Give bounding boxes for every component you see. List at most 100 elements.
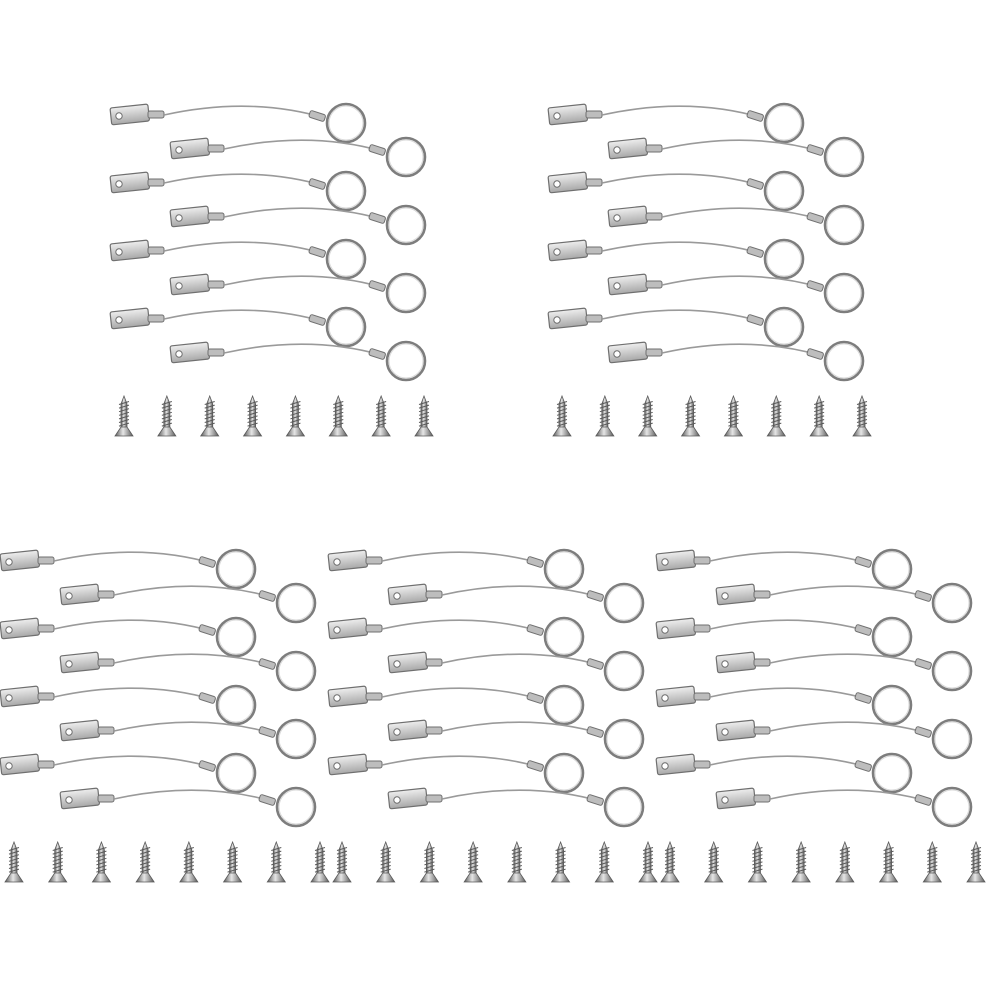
crimp-sleeve	[425, 726, 443, 735]
lanyard	[0, 752, 257, 794]
steel-wire	[441, 721, 604, 735]
screw-thread	[380, 865, 391, 869]
screw-thread	[752, 865, 763, 869]
screw-thread	[555, 861, 566, 866]
screw-thread	[511, 865, 523, 869]
crimp-sleeve	[586, 590, 604, 602]
screw-shank	[377, 394, 385, 429]
screw-shank	[687, 394, 694, 429]
crimp-sleeve	[365, 692, 383, 701]
lanyard	[715, 650, 973, 692]
screw-thread	[708, 857, 719, 862]
screw	[594, 840, 615, 883]
screw-thread	[599, 861, 610, 866]
screw-thread	[380, 868, 391, 873]
screw-thread	[752, 857, 763, 862]
split-ring	[931, 786, 973, 828]
crimp-sleeve	[37, 624, 55, 633]
screw-head	[47, 872, 68, 883]
crimp-sleeve	[585, 110, 603, 119]
tag-hole	[721, 660, 729, 668]
crimp-sleeve	[308, 314, 326, 326]
screw	[835, 840, 855, 883]
screw-head	[852, 426, 872, 437]
tag-hole	[115, 180, 123, 188]
screw-head	[966, 872, 986, 883]
screw-thread	[685, 422, 696, 427]
screw-thread	[883, 850, 894, 855]
screw-row	[552, 394, 872, 437]
steel-wire	[709, 619, 872, 633]
screw-thread	[290, 419, 301, 423]
screw-head	[135, 872, 155, 883]
screw-head	[375, 872, 396, 883]
crimp-sleeve	[147, 314, 165, 323]
screw-thread	[139, 861, 151, 866]
screw-thread	[467, 847, 479, 851]
screw-thread	[227, 857, 238, 862]
screw-head	[723, 426, 744, 437]
screw-thread	[599, 847, 610, 851]
screw-head	[703, 872, 724, 883]
split-ring-highlight	[388, 343, 424, 379]
crimp-sleeve	[526, 692, 544, 704]
lanyard	[607, 340, 865, 382]
split-ring-highlight	[826, 275, 862, 311]
screw-head	[157, 426, 177, 437]
screw	[375, 840, 396, 883]
steel-wire	[709, 551, 872, 565]
screw-thread	[247, 401, 258, 405]
screw-thread	[970, 847, 982, 851]
tag-hole	[115, 248, 123, 256]
screw-thread	[183, 868, 195, 873]
screw-thread	[970, 854, 982, 859]
screw-thread	[139, 850, 151, 855]
screw-thread	[642, 411, 653, 416]
screw-thread	[685, 401, 696, 405]
steel-wire	[769, 585, 932, 599]
lanyard	[327, 548, 585, 590]
tag-hole	[333, 558, 341, 566]
screw-head	[328, 426, 349, 437]
split-ring-highlight	[934, 653, 970, 689]
screw-thread	[118, 401, 130, 405]
split-ring-highlight	[766, 241, 802, 277]
screw-thread	[139, 857, 151, 862]
lanyard	[547, 306, 805, 348]
crimp-sleeve	[746, 246, 764, 258]
crimp-sleeve	[198, 692, 216, 704]
screw-thread	[8, 850, 20, 855]
screw-thread	[336, 850, 348, 855]
screw-thread	[118, 404, 130, 409]
screw-thread	[771, 411, 782, 416]
screw-thread	[380, 857, 391, 862]
screw	[328, 394, 349, 437]
screw	[114, 394, 134, 437]
screw-thread	[418, 419, 430, 423]
screw-thread	[52, 847, 63, 851]
screw-thread	[839, 850, 851, 855]
crimp-sleeve	[914, 658, 932, 670]
split-ring	[325, 238, 367, 280]
steel-wire	[601, 309, 764, 323]
split-ring	[823, 272, 865, 314]
tag-hole	[65, 796, 73, 804]
screw-thread	[839, 861, 851, 866]
screw-thread	[839, 847, 851, 851]
screw-thread	[795, 854, 807, 859]
screw-thread	[333, 419, 344, 423]
steel-wire	[769, 653, 932, 667]
screw-thread	[336, 854, 348, 859]
screw-thread	[183, 861, 195, 866]
crimp-sleeve	[753, 590, 771, 599]
lanyard	[387, 650, 645, 692]
lanyard	[387, 718, 645, 760]
screw-thread	[227, 868, 238, 873]
screw-thread	[599, 404, 611, 409]
screw-head	[878, 872, 899, 883]
screw-thread	[556, 401, 568, 405]
split-ring-highlight	[766, 105, 802, 141]
screw-thread	[52, 854, 63, 859]
screw-row	[332, 840, 658, 883]
